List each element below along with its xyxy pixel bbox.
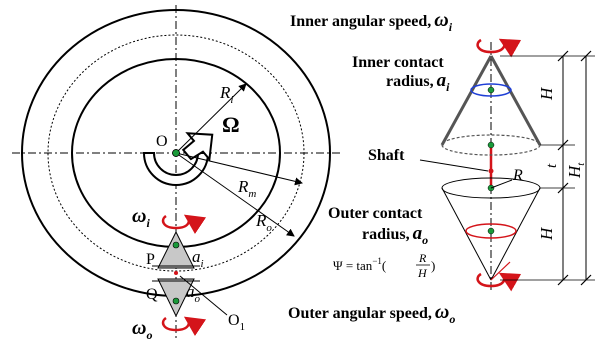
h-bottom-label: H <box>537 226 556 241</box>
ro-radius-line <box>175 152 295 237</box>
inner-cone-right <box>489 55 542 146</box>
psi-angle-line <box>490 261 511 281</box>
ai-label: ai <box>192 247 204 270</box>
outer-contact-line1: Outer contact <box>328 205 423 222</box>
omega-i-rotation-arrow <box>161 214 207 235</box>
psi-formula: Ψ = tan−1( <box>333 256 386 273</box>
h-top-label: H <box>537 86 556 101</box>
outer-roller <box>157 278 195 318</box>
inner-cone-left <box>440 55 493 146</box>
inner-contact-ellipse <box>470 83 512 97</box>
shaft-leader <box>419 159 489 172</box>
roller-dot-3 <box>174 271 178 275</box>
outer-cone-dot <box>487 227 495 235</box>
outer-cone-right <box>490 187 541 281</box>
omega-i-label: ωi <box>132 205 150 230</box>
omega-big-label: Ω <box>222 112 240 137</box>
o1-leader <box>179 275 228 316</box>
inner-cone-dot <box>487 86 495 94</box>
inner-speed-rotation-arrow <box>476 38 522 58</box>
outer-contact-line2: radius,ao <box>362 223 428 247</box>
r-dim-line <box>490 179 513 189</box>
p-label: P <box>146 251 155 268</box>
outer-cone-left <box>441 187 492 281</box>
roller-dot-2 <box>172 297 180 305</box>
ao-label: ao <box>186 282 201 305</box>
omega-o-label: ωo <box>132 317 152 342</box>
roller-dot-1 <box>172 241 180 249</box>
right-side-view: Inner angular speed,ωi Inner contact rad… <box>288 9 595 326</box>
shaft-label: Shaft <box>368 147 405 164</box>
shaft-mid-dot <box>488 168 494 174</box>
center-point <box>172 149 180 157</box>
ri-label: Ri <box>219 83 233 106</box>
left-top-view: O Ω Ri Rm Ro ωi ωo P Q ai ao O1 <box>12 5 340 342</box>
psi-numerator: R <box>418 251 427 265</box>
t-label: t <box>544 163 560 168</box>
psi-close-paren: ) <box>431 258 435 273</box>
outer-speed-rotation-arrow <box>476 272 522 292</box>
inner-roller <box>157 230 195 269</box>
ht-label: Ht <box>565 162 587 179</box>
outer-contact-ellipse <box>465 223 517 239</box>
dim-ticks <box>557 50 592 286</box>
rotation-arrow <box>181 132 214 162</box>
rm-radius-line <box>175 152 303 186</box>
omega-o-rotation-arrow <box>161 316 207 337</box>
o1-label: O1 <box>228 312 245 333</box>
inner-contact-line1: Inner contact <box>352 54 444 71</box>
r-label: R <box>512 167 523 184</box>
psi-denominator: H <box>417 266 428 280</box>
rm-label: Rm <box>237 177 256 200</box>
q-label: Q <box>146 286 158 303</box>
inner-contact-line2: radius,ai <box>386 70 450 94</box>
inner-base-dot <box>487 141 495 149</box>
ri-radius-line <box>175 83 247 154</box>
ro-label: Ro <box>255 211 272 234</box>
center-label: O <box>156 133 168 150</box>
outer-speed-label: Outer angular speed,ωo <box>288 301 455 326</box>
inner-speed-label: Inner angular speed,ωi <box>290 9 453 34</box>
